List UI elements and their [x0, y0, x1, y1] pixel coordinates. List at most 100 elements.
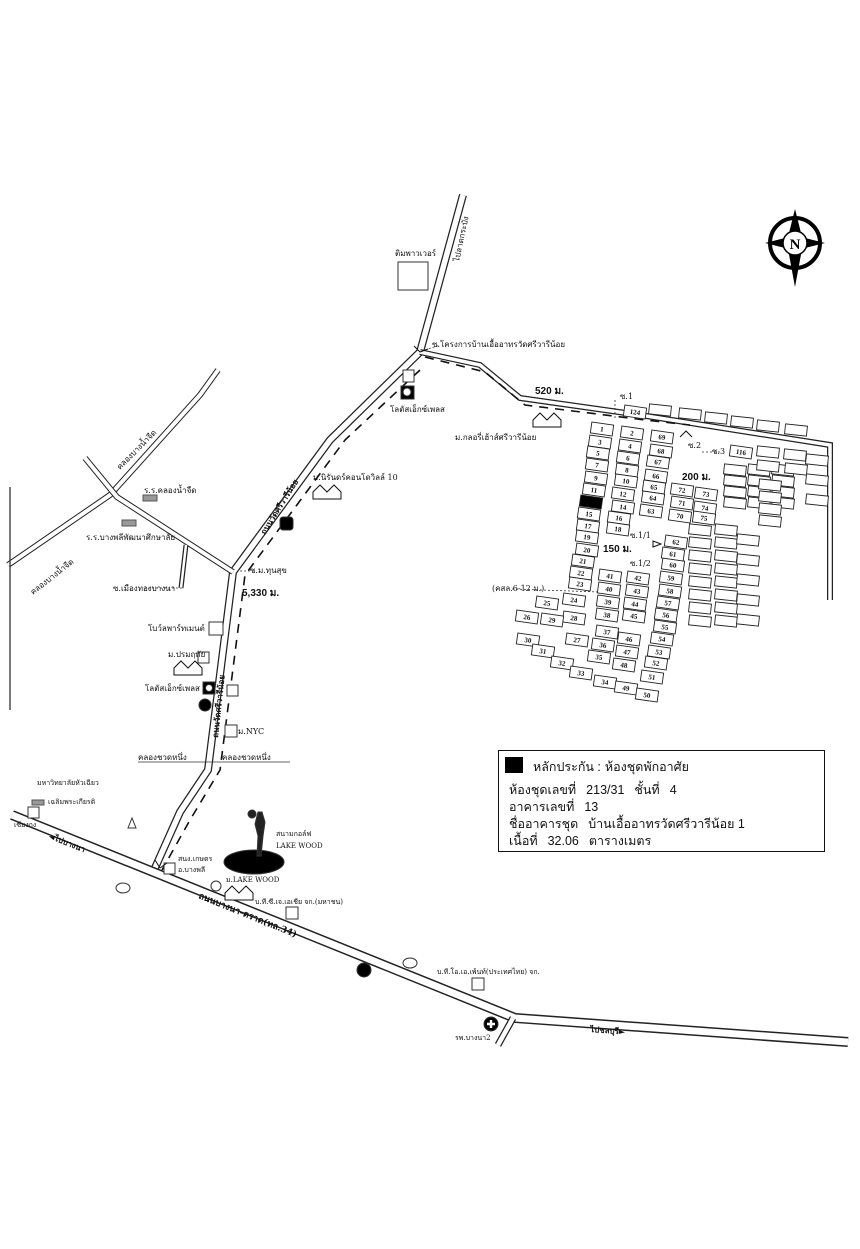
- lot-number: 35: [595, 653, 604, 662]
- lot: 28: [561, 610, 587, 626]
- lot-number: 11: [590, 486, 598, 495]
- lot: 42: [625, 570, 651, 586]
- label-soi-3: ซ.3: [712, 447, 725, 456]
- agri-office-building: [163, 862, 176, 875]
- lot: [736, 593, 760, 607]
- lot-number: 38: [603, 611, 612, 620]
- lot: 62: [663, 534, 689, 550]
- collateral-legend: หลักประกัน :ห้องชุดพักอาศัย ห้องชุดเลขที…: [498, 750, 825, 852]
- lot-number: 51: [648, 673, 657, 682]
- label-agri-1: สนง.เกษตร: [178, 855, 212, 863]
- lot: 43: [624, 583, 650, 599]
- lot-number: 72: [678, 486, 687, 495]
- lot-number: 49: [622, 684, 631, 693]
- lot: [688, 562, 712, 576]
- lot-number: 48: [620, 661, 629, 670]
- lot: 67: [645, 454, 671, 470]
- lot-number: 75: [700, 514, 709, 523]
- lot-number: 64: [649, 494, 658, 503]
- lot: 4: [617, 438, 643, 454]
- seven-eleven-icon: [226, 684, 239, 697]
- golf-course-icon: [223, 849, 285, 875]
- lot: 15: [576, 506, 602, 522]
- police-star-icon: [356, 962, 372, 978]
- lot-number: 71: [678, 499, 687, 508]
- lot: 45: [621, 608, 647, 624]
- lot: 57: [655, 595, 681, 611]
- lot: 36: [590, 637, 616, 653]
- lot: [688, 588, 712, 602]
- label-glory-house: ม.กลอรี่เฮ้าส์ศรีวารีน้อย: [455, 431, 536, 442]
- lot: 41: [597, 568, 623, 584]
- lot: [783, 448, 807, 462]
- lot-number: 15: [585, 510, 594, 519]
- lot: 50: [634, 687, 660, 703]
- lot: [688, 575, 712, 589]
- legend-building-value: 13: [584, 800, 599, 814]
- label-soi-1: ซ.1: [620, 392, 633, 401]
- lot: [756, 419, 780, 433]
- landmarks: [27, 261, 693, 1032]
- label-tcj: บ.ที.ซี.เจ.เอเชีย จก.(มหาชน): [255, 898, 343, 906]
- lot-number: 16: [615, 514, 624, 523]
- lot-number: 2: [630, 429, 635, 437]
- label-golf-2: LAKE WOOD: [276, 842, 323, 850]
- lot: 38: [594, 607, 620, 623]
- lot: 2: [619, 425, 645, 441]
- legend-area-value: 32.06: [547, 834, 579, 848]
- label-lotus-2: โลตัสเอ็กซ์เพลส: [145, 683, 200, 693]
- lot-number: 27: [573, 636, 582, 645]
- lot: 72: [669, 482, 695, 498]
- lot: [756, 459, 780, 473]
- label-distance-200: 200 ม.: [682, 472, 711, 483]
- label-canal-1: คลองบางน้ำจืด: [27, 556, 75, 597]
- lot-number: 22: [577, 569, 586, 578]
- lot: [784, 423, 808, 437]
- lot-number: 58: [666, 587, 675, 596]
- lot: 37: [594, 624, 620, 640]
- lot: [688, 549, 712, 563]
- lot-number: 70: [676, 512, 685, 521]
- lot: [784, 462, 808, 476]
- label-soi-1-1: ซ.1/1: [630, 531, 651, 540]
- lot-number: 21: [579, 557, 588, 566]
- lot-number: 40: [605, 585, 614, 594]
- label-nyc: ม.NYC: [238, 727, 264, 736]
- lot: 73: [693, 486, 719, 502]
- legend-title-value: ห้องชุดพักอาศัย: [604, 760, 689, 774]
- lot: [758, 502, 782, 516]
- legend-building-label: อาคารเลขที่: [509, 800, 575, 814]
- lot: [723, 496, 747, 510]
- lot: [736, 573, 760, 587]
- lot-number: 42: [634, 574, 643, 583]
- lot: 25: [534, 595, 560, 611]
- lot: [688, 614, 712, 628]
- label-tim-tower: ติมพาวเวอร์: [395, 248, 437, 258]
- label-soi-1-2: ซ.1/2: [630, 559, 651, 568]
- lot: 59: [658, 570, 684, 586]
- label-distance-520: 520 ม.: [535, 386, 564, 397]
- lot: [805, 473, 829, 487]
- lot-number: 74: [701, 504, 710, 513]
- label-hcu-1: มหาวิทยาลัยหัวเฉียว: [37, 779, 99, 787]
- label-lakewood-village: ม.LAKE WOOD: [226, 876, 280, 884]
- label-soi-project: ซ.โครงการบ้านเอื้ออาทรวัดศรีวารีน้อย: [432, 338, 565, 349]
- lot: 9: [583, 470, 609, 486]
- lot: [758, 478, 782, 492]
- label-soi-muangthong: ซ.เมืองทองบางนา: [113, 584, 175, 593]
- label-soi-2: ซ.2: [688, 441, 701, 450]
- wat-sri-road: [151, 193, 467, 870]
- university-icon: [31, 799, 45, 806]
- esso-gas-icon: [115, 882, 131, 894]
- lot: 19: [574, 529, 600, 545]
- legend-area-label: เนื้อที่: [509, 834, 538, 848]
- lot: 61: [660, 546, 686, 562]
- lot: 33: [568, 665, 594, 681]
- label-toa: บ.ที.โอ.เอ.เพ้นท์(ประเทศไทย) จก.: [437, 967, 540, 976]
- lot: [758, 514, 782, 528]
- lot: [688, 601, 712, 615]
- bowl-apartment-building: [208, 621, 224, 636]
- lot: [678, 407, 702, 421]
- lot-number: 47: [623, 648, 632, 657]
- tim-tower-building: [397, 261, 429, 291]
